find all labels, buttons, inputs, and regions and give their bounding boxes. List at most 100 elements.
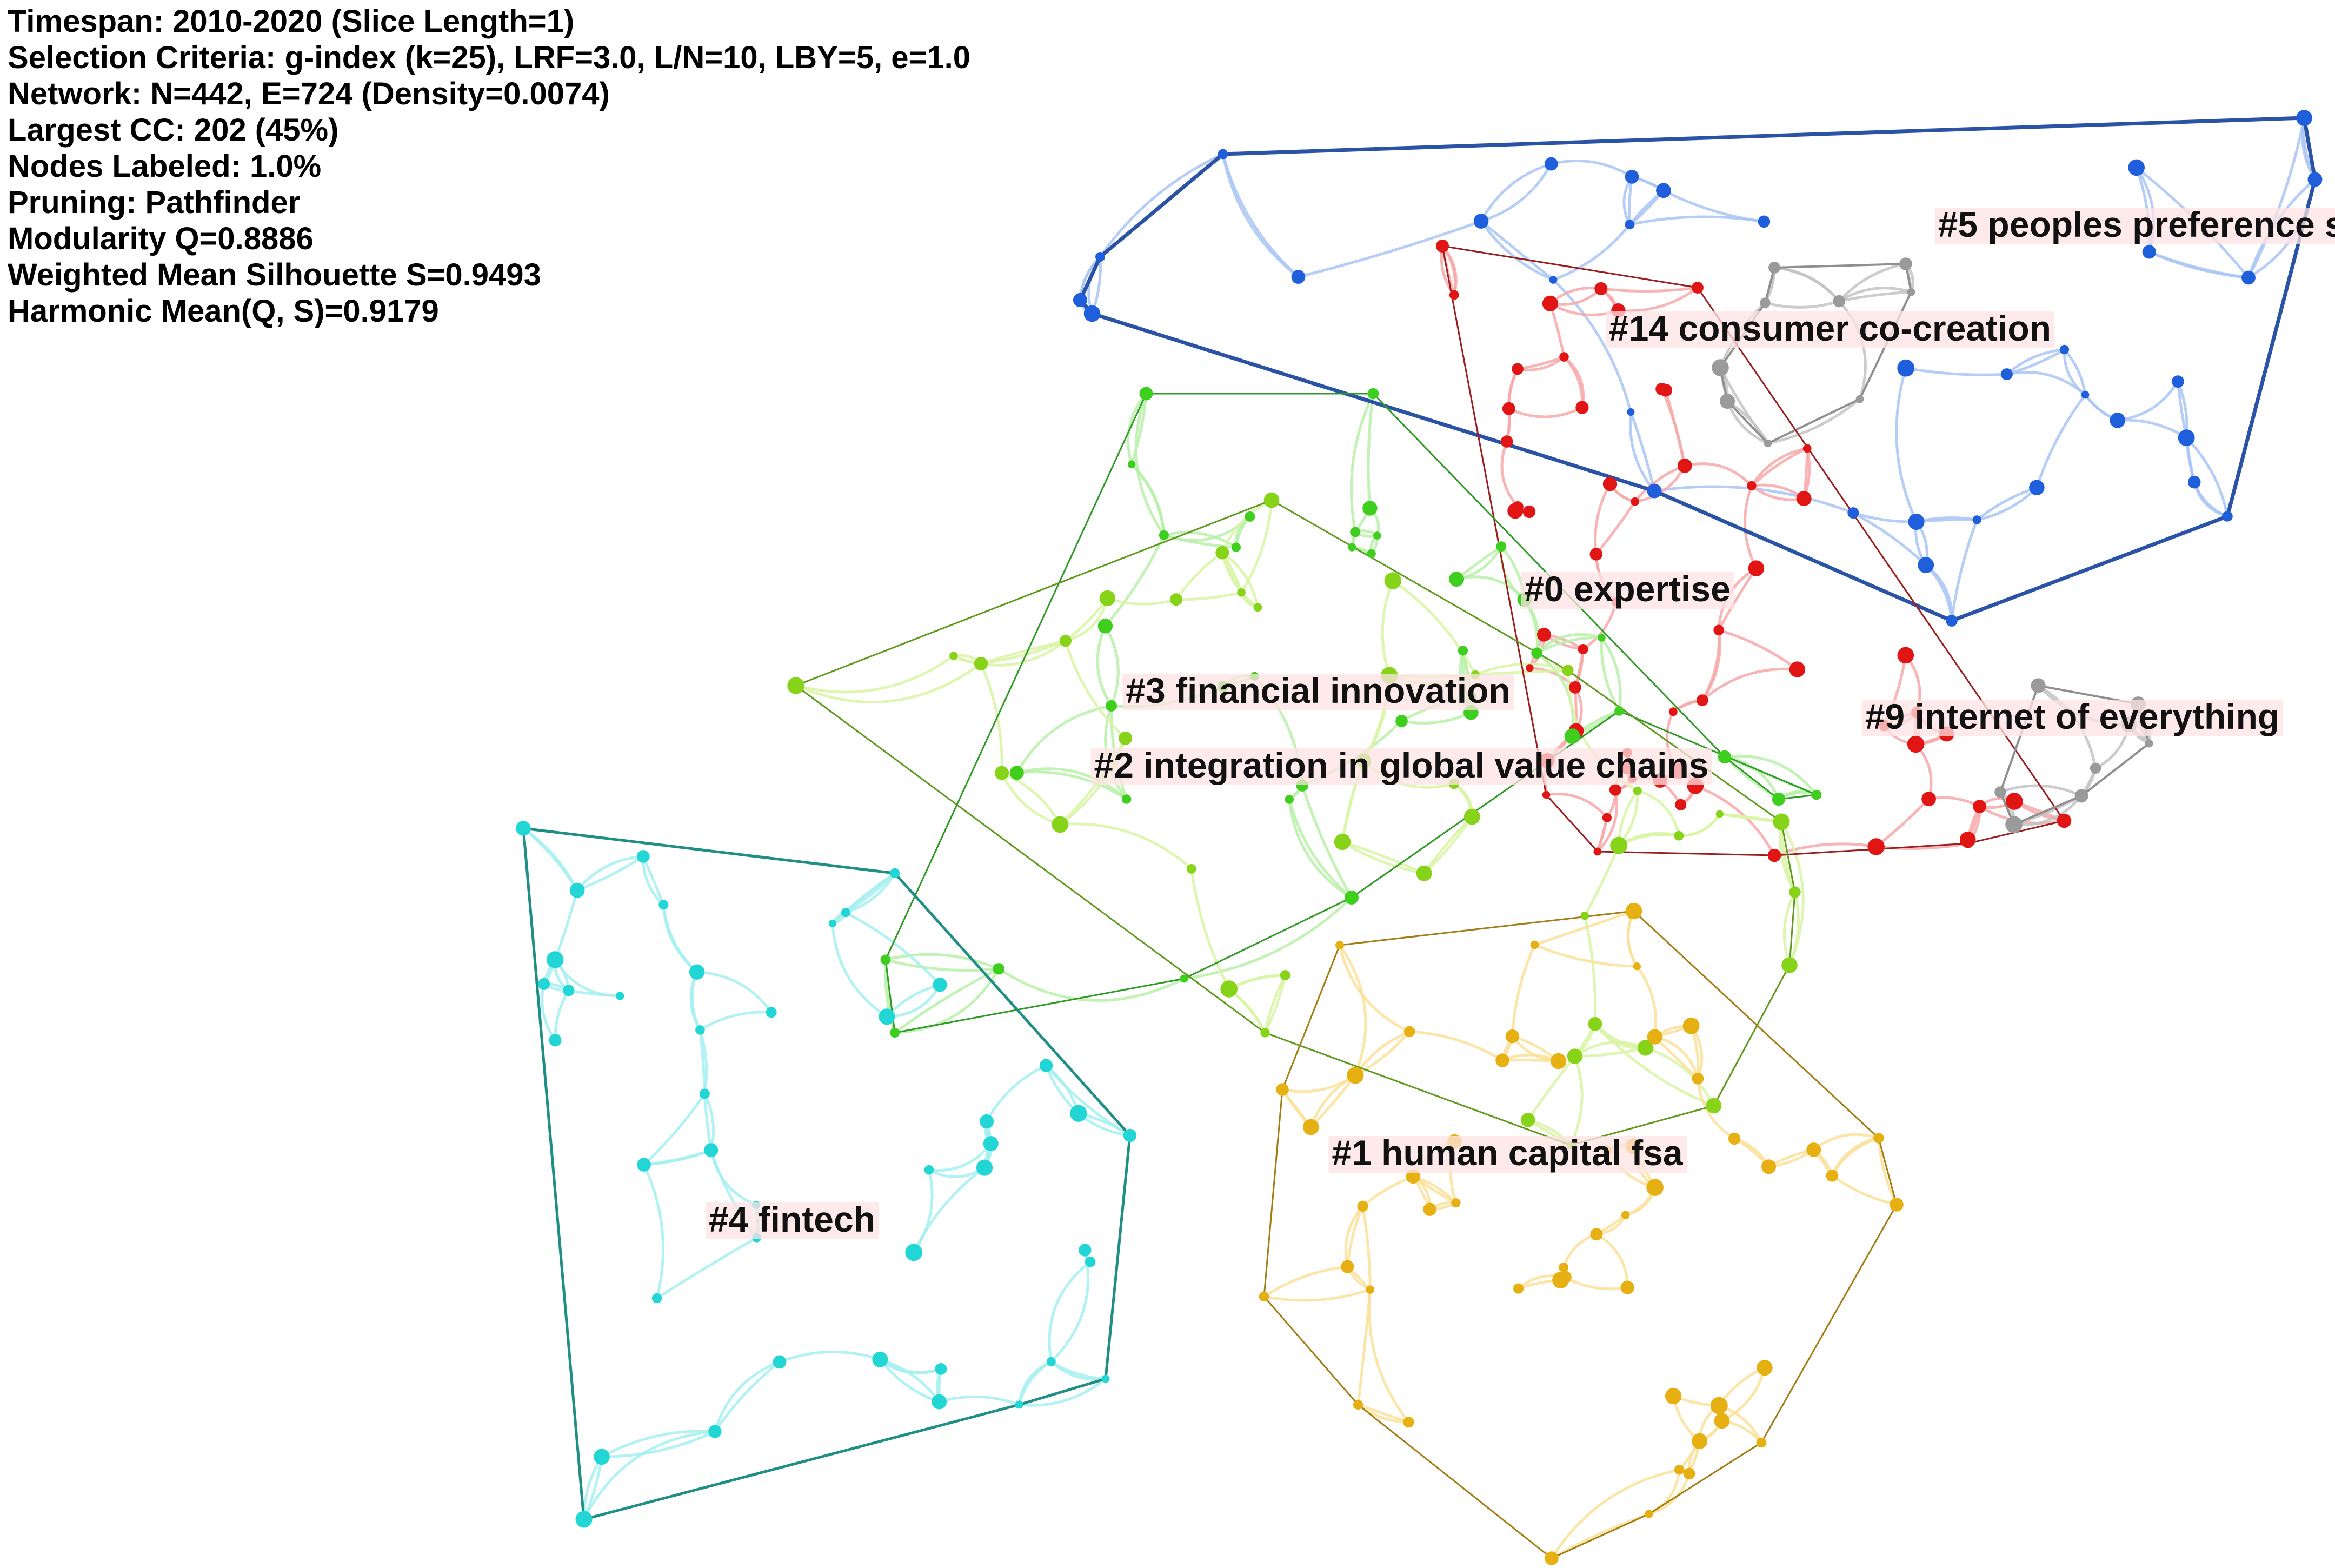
edge xyxy=(1346,1205,1365,1267)
node xyxy=(2296,110,2312,126)
node xyxy=(1569,681,1581,694)
edge xyxy=(1831,1174,1897,1206)
edge xyxy=(2006,348,2065,376)
cluster-label-bg xyxy=(1861,700,2283,736)
node xyxy=(699,1088,710,1099)
node xyxy=(976,1159,993,1176)
node xyxy=(1542,790,1551,799)
edge xyxy=(699,1011,771,1032)
node xyxy=(949,652,958,660)
node xyxy=(1353,1399,1363,1410)
edge xyxy=(2117,381,2179,422)
node xyxy=(983,1136,999,1152)
node xyxy=(1748,560,1765,576)
node xyxy=(1276,1083,1289,1096)
edge xyxy=(1654,485,1854,514)
node xyxy=(2128,159,2145,176)
cluster-label-c9: #9 internet of everything xyxy=(1861,696,2283,736)
node xyxy=(1714,1413,1730,1429)
node xyxy=(1362,501,1378,516)
edge xyxy=(1750,447,1808,487)
edge xyxy=(1721,1367,1766,1423)
edge xyxy=(1718,628,1798,671)
edge xyxy=(1221,154,1300,278)
cluster-label-text: #5 peoples preference shift xyxy=(1938,204,2335,244)
edge xyxy=(1634,465,1686,503)
node xyxy=(1220,980,1238,998)
node xyxy=(636,850,650,863)
edge xyxy=(1744,485,1758,569)
node xyxy=(1706,1098,1722,1114)
node xyxy=(546,951,564,968)
stat-selection-criteria: Selection Criteria: g-index (k=25), LRF=… xyxy=(8,40,970,75)
edge xyxy=(1298,220,1482,278)
node xyxy=(2006,793,2023,810)
node xyxy=(516,821,530,835)
edge xyxy=(1895,367,1918,523)
cluster-label-bg xyxy=(1090,748,1712,785)
edge xyxy=(1064,640,1127,740)
node xyxy=(1159,530,1169,540)
node xyxy=(1760,297,1771,308)
node xyxy=(1449,290,1459,300)
edge xyxy=(1401,711,1472,725)
node xyxy=(2142,245,2156,259)
edge xyxy=(554,989,570,1040)
edge xyxy=(1916,518,1977,523)
node xyxy=(1473,214,1489,229)
edge xyxy=(1637,789,1680,836)
edge xyxy=(1928,796,1980,808)
node xyxy=(905,1244,923,1261)
node xyxy=(1291,270,1306,284)
node xyxy=(1768,262,1780,274)
edge xyxy=(714,1360,781,1432)
node xyxy=(1972,515,1981,524)
stat-harmonic-mean: Harmonic Mean(Q, S)=0.9179 xyxy=(8,294,439,329)
edge xyxy=(2006,348,2065,375)
edge xyxy=(1163,534,1236,549)
edge xyxy=(1015,704,1112,774)
edge xyxy=(696,971,773,1013)
edge xyxy=(885,958,999,972)
node xyxy=(1099,590,1116,607)
edge xyxy=(1048,1260,1092,1362)
node xyxy=(569,882,585,898)
edge xyxy=(1600,637,1622,712)
node xyxy=(2081,390,2090,399)
edge xyxy=(1976,486,2038,521)
node xyxy=(1522,505,1536,519)
node xyxy=(1059,635,1072,647)
edge xyxy=(1574,1041,1646,1058)
edge xyxy=(1342,840,1425,875)
edge xyxy=(1601,286,1698,293)
node xyxy=(1169,593,1183,606)
edge xyxy=(1751,447,1808,487)
cluster-label-text: #4 fintech xyxy=(709,1199,875,1239)
node xyxy=(1647,483,1662,499)
edge xyxy=(1016,767,1128,800)
node xyxy=(1692,282,1704,294)
edge-group-c1 xyxy=(1263,909,1898,1560)
edge xyxy=(1183,896,1353,980)
edge xyxy=(1684,462,1753,487)
edge xyxy=(913,1170,934,1253)
node xyxy=(1631,497,1639,506)
edge xyxy=(1679,813,1721,838)
node xyxy=(1463,808,1480,825)
node xyxy=(1357,1200,1368,1212)
node xyxy=(1647,1029,1662,1045)
node xyxy=(1757,1360,1773,1376)
node xyxy=(1811,789,1822,800)
node xyxy=(1366,1285,1375,1294)
edge xyxy=(1000,772,1061,826)
node xyxy=(704,1143,719,1158)
node xyxy=(1646,1179,1664,1196)
edge xyxy=(601,1430,715,1458)
edge xyxy=(1596,789,1619,853)
node xyxy=(1712,359,1729,376)
cluster-hull-c2 xyxy=(795,499,1796,1146)
node xyxy=(1890,1198,1904,1212)
node xyxy=(879,1008,895,1025)
edge xyxy=(981,639,1066,665)
